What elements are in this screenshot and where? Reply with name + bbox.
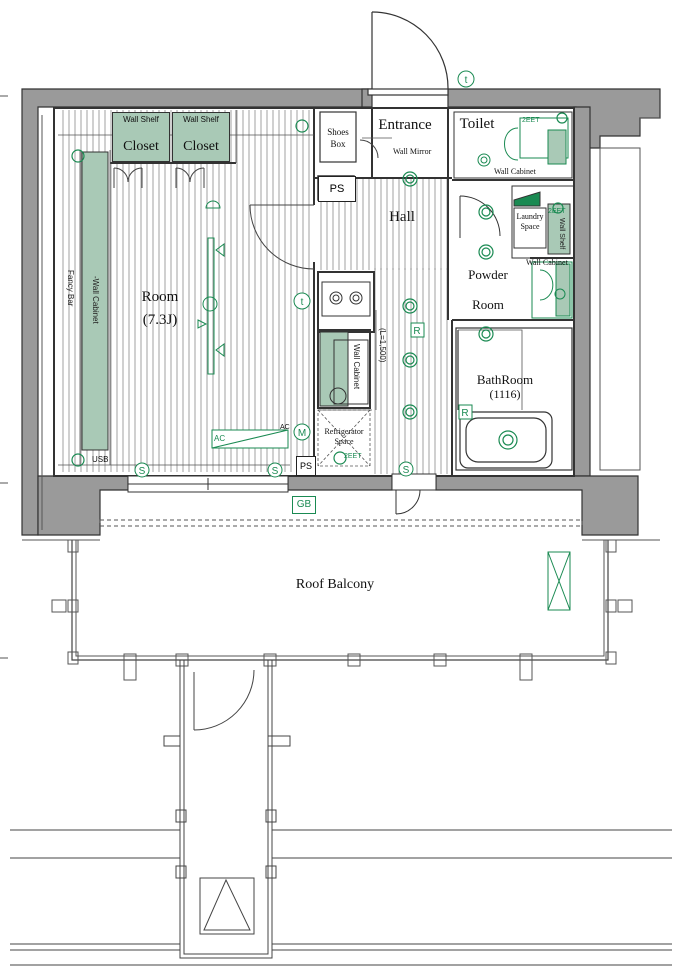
ps-hall-label: PS [318, 176, 356, 202]
refrigerator-label-1: Refrigerator [324, 427, 364, 436]
thermostat-symbol-room: t [293, 292, 311, 310]
interior-walls [53, 107, 575, 477]
toilet-fixtures [453, 111, 573, 179]
t-symbol-1: t [465, 75, 468, 86]
fancy-bar-label: Fancy Bar [66, 270, 75, 307]
detail-lines [58, 110, 392, 467]
neighbor-outline [41, 115, 660, 530]
lower-corridor [10, 660, 672, 966]
ps-lower-label: PS [296, 456, 316, 476]
bathroom-label: BathRoom [476, 372, 534, 387]
wall-mirror-label: Wall Mirror [393, 147, 432, 156]
closet-doors [113, 167, 205, 188]
s-symbol-1: S [139, 466, 146, 477]
wall-shelf-label: Wall Shelf [123, 115, 159, 124]
shoes-box-label-2: Box [330, 139, 346, 149]
bathroom-fixtures [455, 327, 573, 471]
exterior-walls [21, 88, 661, 536]
entrance-door [367, 11, 449, 96]
laundry-fixtures [459, 185, 575, 259]
shoes-box-label-1: Shoes [327, 127, 349, 137]
wall-shelf-label: Wall Shelf [183, 115, 219, 124]
ac-unit [211, 429, 289, 449]
balcony-door [395, 489, 421, 515]
ac-label: AC [214, 434, 226, 443]
closet-label: Closet [123, 139, 159, 154]
length-note-label: (L=1,500) [378, 328, 387, 363]
t-symbol-2: t [301, 297, 304, 308]
s-symbol-3: S [403, 465, 410, 476]
roof-balcony-label: Roof Balcony [295, 577, 375, 592]
bathroom-size-label: (1116) [489, 387, 521, 401]
room-door [249, 204, 315, 270]
eet-label-3: 2EET [344, 453, 362, 460]
powder-label: Powder [468, 267, 508, 282]
laundry-label-1: Laundry [516, 212, 544, 221]
windows [127, 473, 437, 493]
sensor-symbol-1: S [134, 462, 150, 478]
m-symbol: M [298, 428, 306, 439]
dimension-ticks [0, 95, 8, 659]
gb-label: GB [292, 496, 316, 514]
ac-small-label: AC [280, 424, 290, 431]
room-label: Room [141, 289, 179, 305]
refrigerator-label-2: Space [334, 437, 354, 446]
thermostat-symbol-entrance: t [457, 70, 475, 88]
powder-sink [531, 261, 573, 319]
roof-balcony [22, 519, 660, 681]
toilet-label: Toilet [459, 116, 495, 132]
eet-label-2: 2EET [548, 208, 566, 215]
room-light-track [197, 200, 225, 375]
s-symbol-2: S [272, 466, 279, 477]
closet-1: Wall Shelf Closet [112, 112, 170, 162]
wall-cabinet-left [81, 151, 109, 451]
remote-symbol-2: R [458, 404, 473, 420]
room-size-label: (7.3J) [142, 312, 178, 328]
r-symbol-1: R [413, 326, 420, 337]
wall-cabinet-toilet-label: Wall Cabinet [494, 167, 536, 176]
usb-label: USB [92, 455, 109, 464]
kitchen-fixtures [319, 281, 371, 407]
sensor-symbol-3: S [398, 461, 414, 477]
remote-symbol-1: R [410, 322, 425, 338]
powder-room-label: Room [472, 297, 504, 312]
closet-label: Closet [183, 139, 219, 154]
hall-label: Hall [389, 209, 415, 225]
ceiling-lights [71, 112, 568, 467]
wall-cabinet-left-label: -Wall Cabinet [91, 276, 100, 324]
wall-cabinet-kitchen-label: Wall Cabinet [352, 344, 361, 390]
wall-shelf-laundry-label: Wall Shelf [558, 218, 565, 250]
wall-cabinet-powder-label: Wall Cabinet [526, 258, 568, 267]
sensor-symbol-2: S [267, 462, 283, 478]
laundry-label-2: Space [520, 222, 540, 231]
shoes-box [319, 111, 379, 163]
entrance-label: Entrance [378, 117, 432, 133]
closet-2: Wall Shelf Closet [172, 112, 230, 162]
eet-label-1: 2EET [522, 117, 540, 124]
monitor-symbol: M [293, 423, 311, 441]
r-symbol-2: R [461, 408, 468, 419]
